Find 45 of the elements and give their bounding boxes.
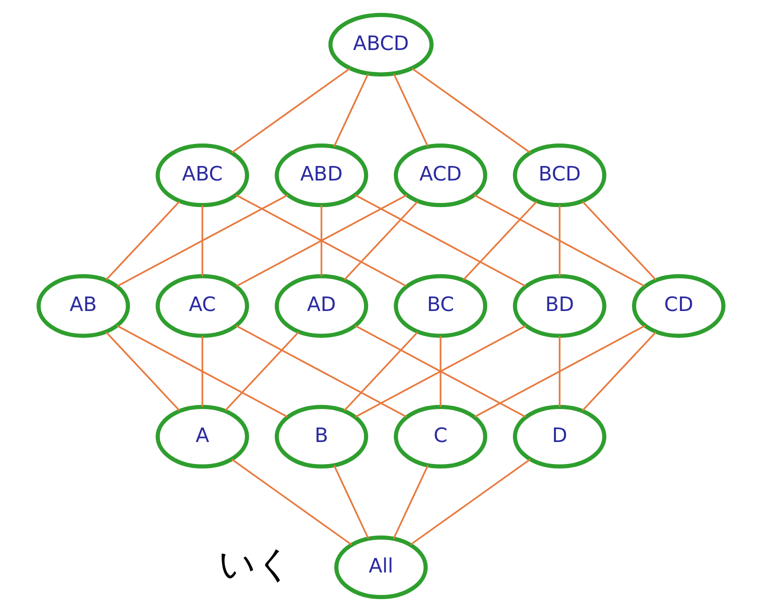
node-ellipse: BC bbox=[394, 274, 488, 338]
connector bbox=[117, 194, 288, 287]
node-ellipse: CD bbox=[632, 274, 726, 338]
connector bbox=[202, 205, 204, 276]
connector bbox=[231, 68, 350, 154]
connector bbox=[344, 332, 418, 412]
node-ellipse: ABC bbox=[156, 144, 250, 208]
node-ellipse: AC bbox=[156, 274, 250, 338]
connector bbox=[333, 74, 369, 147]
connector bbox=[333, 464, 370, 540]
connector bbox=[106, 200, 180, 280]
connector bbox=[558, 336, 560, 407]
connector bbox=[106, 332, 180, 412]
connector bbox=[474, 194, 645, 287]
connector bbox=[231, 458, 352, 546]
connector bbox=[440, 336, 442, 407]
connector bbox=[224, 332, 300, 412]
node-ellipse: ABD bbox=[274, 144, 368, 208]
connector bbox=[410, 458, 531, 546]
node-ellipse: AB bbox=[36, 274, 130, 338]
node-ellipse: C bbox=[394, 404, 488, 468]
node-ellipse: B bbox=[274, 404, 368, 468]
connector bbox=[582, 200, 656, 280]
node-ellipse: D bbox=[512, 404, 606, 468]
connector bbox=[412, 68, 531, 154]
node-ellipse: BCD bbox=[512, 144, 606, 208]
connector bbox=[462, 200, 538, 280]
node-ellipse: AD bbox=[274, 274, 368, 338]
connector bbox=[236, 324, 407, 418]
node-ellipse: A bbox=[156, 404, 250, 468]
connector bbox=[582, 332, 656, 412]
node-ellipse: All bbox=[334, 536, 428, 600]
connector bbox=[474, 324, 646, 418]
label: いく bbox=[218, 542, 292, 586]
connector bbox=[202, 336, 204, 407]
node-ellipse: ACD bbox=[394, 144, 488, 208]
connector bbox=[116, 324, 288, 418]
connector bbox=[393, 74, 429, 147]
connector bbox=[392, 464, 429, 540]
connector bbox=[354, 194, 526, 287]
node-ellipse: ABCD bbox=[328, 12, 434, 76]
connector bbox=[558, 205, 560, 276]
node-ellipse: BD bbox=[512, 274, 606, 338]
connector bbox=[344, 200, 418, 280]
connector bbox=[320, 205, 322, 276]
